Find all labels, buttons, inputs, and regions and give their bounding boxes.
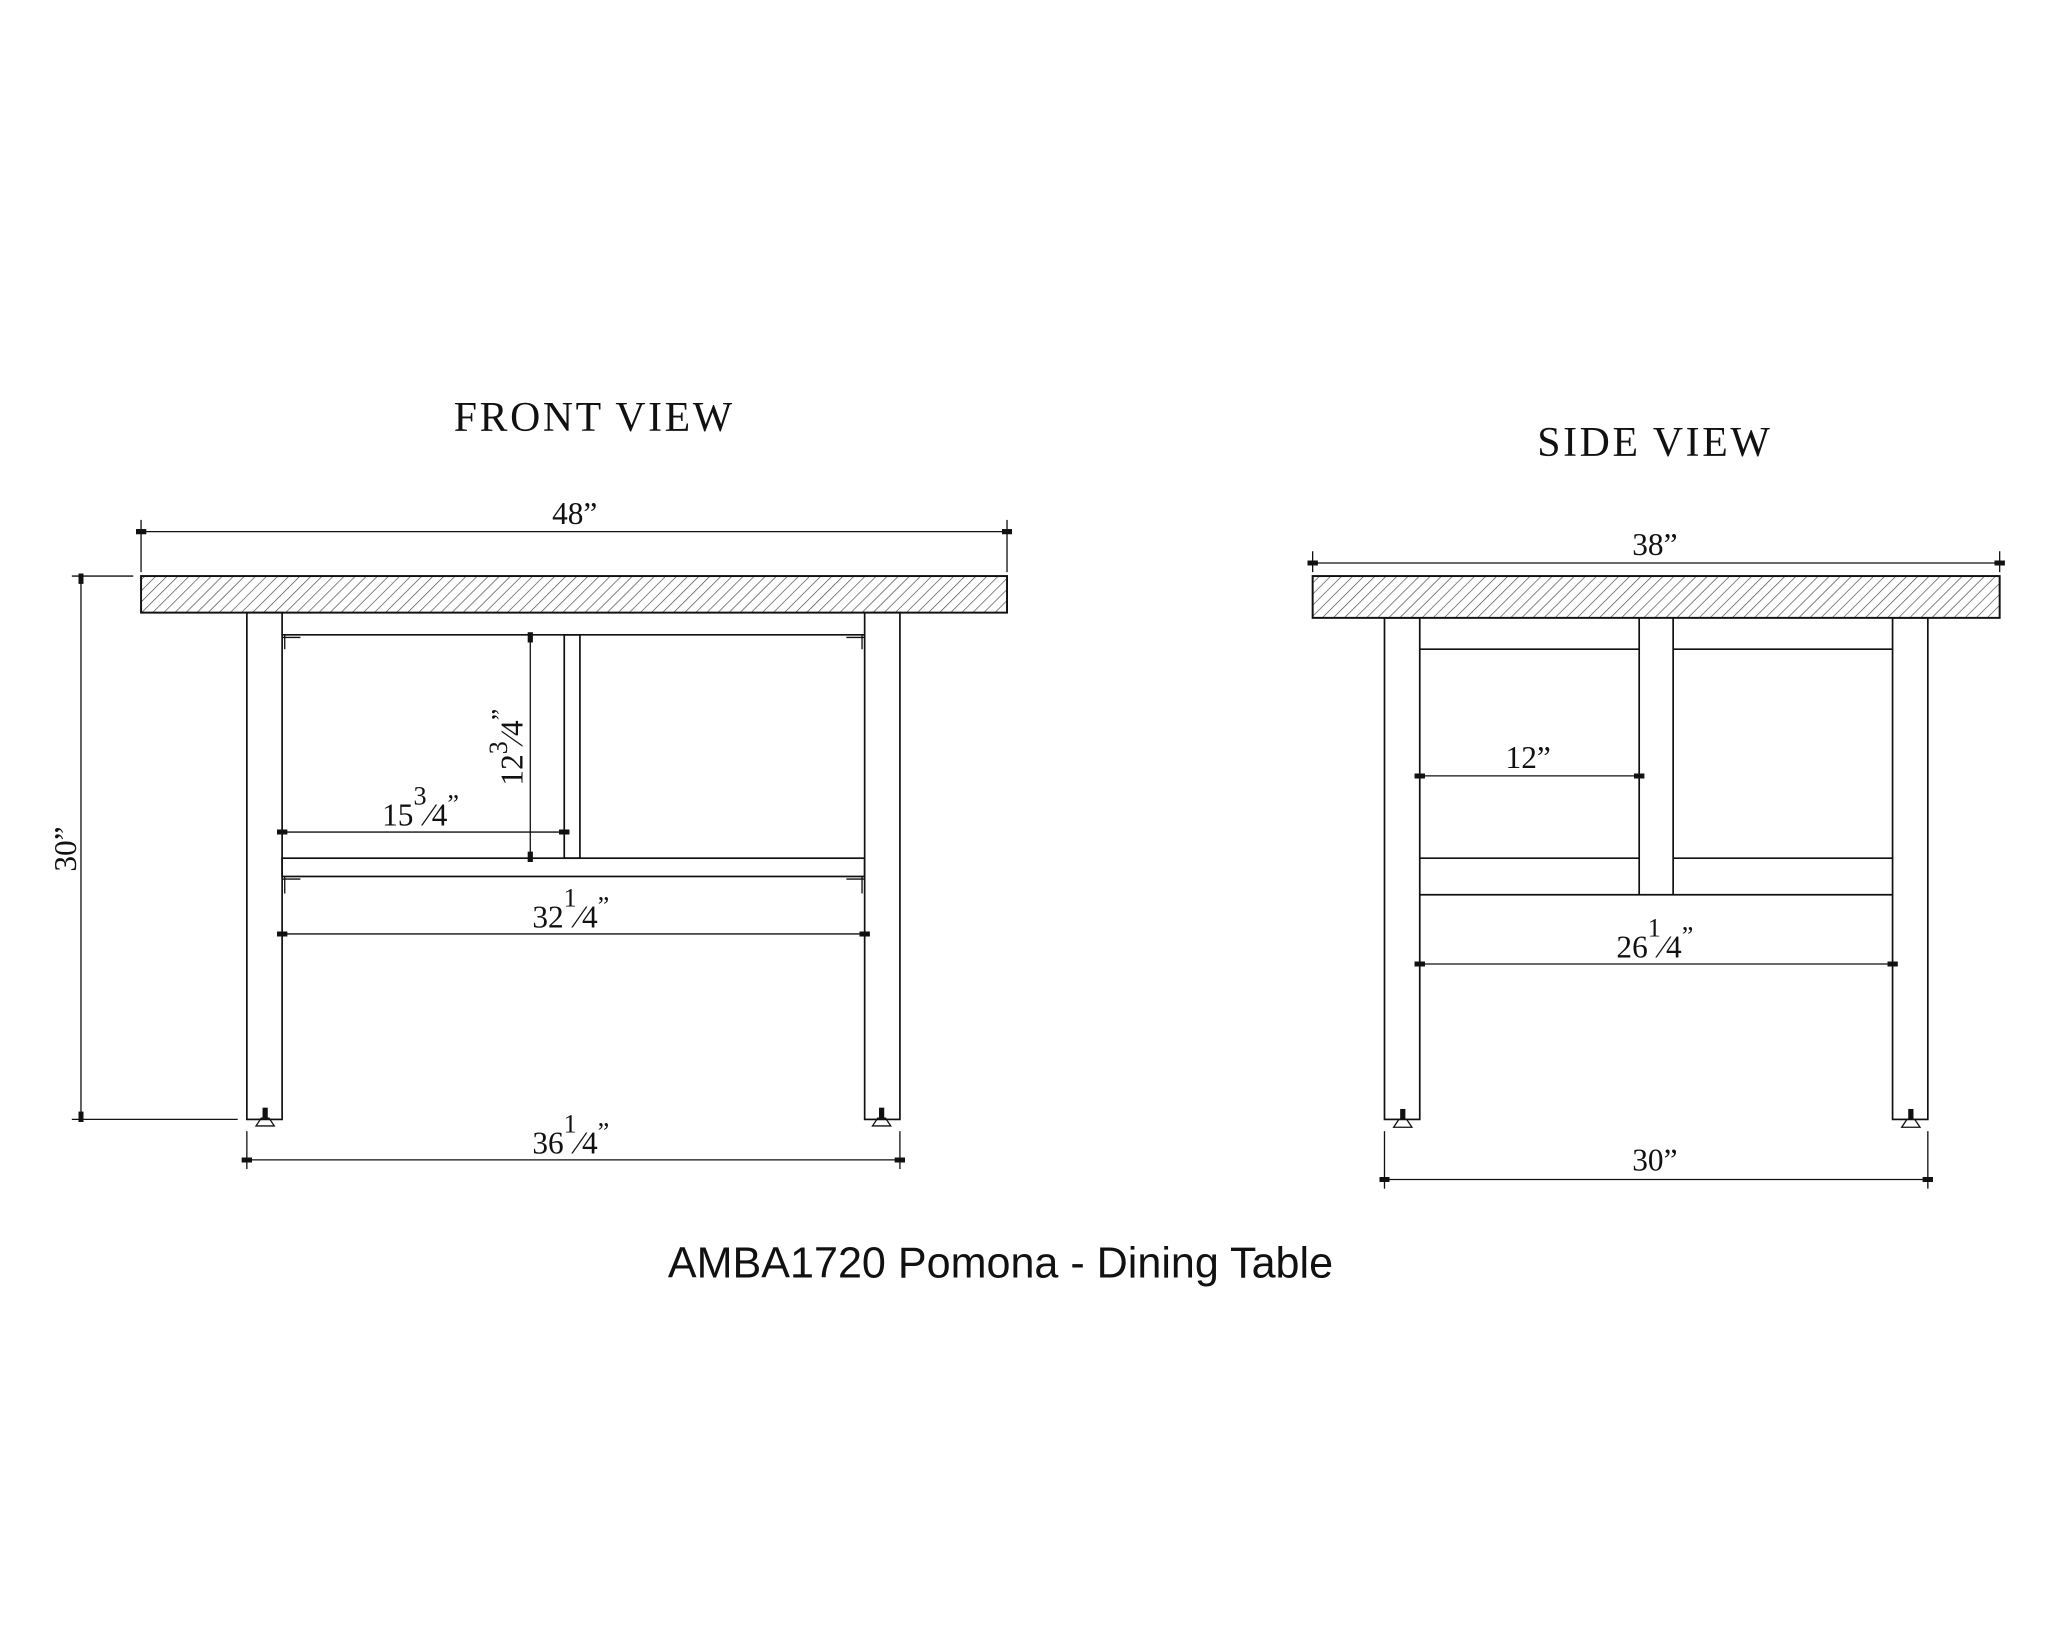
dim-label: 123⁄4” xyxy=(484,709,530,786)
side-view-title: SIDE VIEW xyxy=(1537,420,1772,466)
front-view: FRONT VIEW 48” 123⁄4” xyxy=(48,395,1013,1170)
side-right-leg xyxy=(1891,617,1929,1121)
dim-label: 38” xyxy=(1632,527,1677,562)
dim-side-rail-width: 261⁄4” xyxy=(1414,914,1898,967)
leveling-foot-icon xyxy=(1900,1108,1922,1128)
front-table-top xyxy=(140,575,1008,614)
dim-label: 261⁄4” xyxy=(1616,914,1693,965)
dim-label: 321⁄4” xyxy=(532,884,609,935)
front-left-leg xyxy=(246,611,283,1121)
dim-label: 48” xyxy=(552,496,597,531)
front-view-title: FRONT VIEW xyxy=(454,395,735,441)
side-view: SIDE VIEW 38” 12” xyxy=(1307,420,2005,1189)
drawing-caption: AMBA1720 Pomona - Dining Table xyxy=(668,1239,1333,1287)
dim-front-inner-width: 153⁄4” xyxy=(276,782,570,835)
dim-side-inner-width: 12” xyxy=(1414,740,1645,779)
side-left-leg xyxy=(1383,617,1421,1121)
dim-front-height: 30” xyxy=(48,573,238,1123)
dim-label: 30” xyxy=(48,826,83,871)
dim-side-leg-span: 30” xyxy=(1379,1131,1934,1189)
front-right-leg xyxy=(863,611,901,1121)
dim-front-leg-span: 361⁄4” xyxy=(241,1109,906,1170)
leveling-foot-icon xyxy=(1392,1108,1414,1128)
dim-front-rail-width: 321⁄4” xyxy=(276,884,870,937)
dim-front-top-width: 48” xyxy=(135,496,1013,573)
leveling-foot-icon xyxy=(871,1107,892,1127)
dim-label: 30” xyxy=(1632,1142,1677,1177)
dim-side-top-width: 38” xyxy=(1307,527,2005,573)
front-frame xyxy=(281,633,866,894)
dim-front-inner-height: 123⁄4” xyxy=(484,632,533,863)
dim-label: 361⁄4” xyxy=(532,1109,609,1160)
dim-label: 12” xyxy=(1506,740,1551,775)
side-table-top xyxy=(1311,575,2001,619)
side-frame xyxy=(1419,617,1893,896)
leveling-foot-icon xyxy=(254,1107,276,1127)
dim-label: 153⁄4” xyxy=(382,782,459,833)
